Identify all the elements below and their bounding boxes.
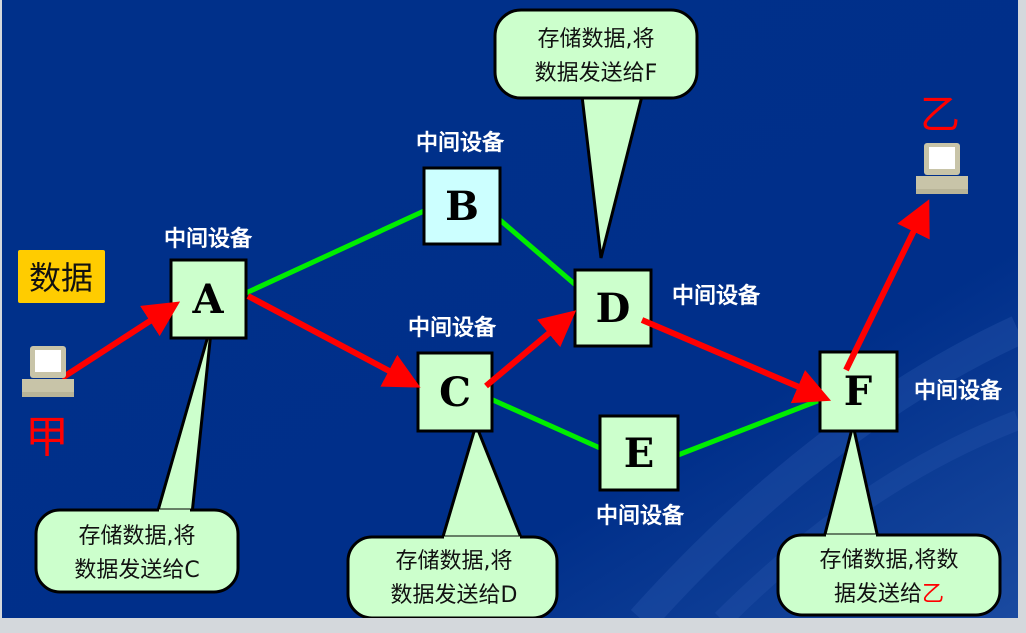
node-a-label: 中间设备 — [164, 226, 253, 252]
node-a[interactable]: A 中间设备 — [164, 226, 253, 340]
svg-text:据发送给乙: 据发送给乙 — [834, 582, 944, 607]
callout-d-line2: 数据发送给F — [535, 61, 658, 86]
computer-icon-source — [22, 346, 74, 397]
callout-c-line2: 数据发送给D — [391, 583, 518, 608]
node-c-label: 中间设备 — [408, 315, 497, 341]
arrow-f-destination — [843, 199, 930, 372]
destination-host-label: 乙 — [920, 92, 960, 138]
arrow-c-d — [484, 310, 577, 389]
node-c[interactable]: C 中间设备 — [408, 315, 497, 433]
arrow-a-c — [246, 293, 421, 388]
node-d-id: D — [596, 285, 631, 332]
node-e-label: 中间设备 — [596, 503, 685, 529]
node-b-label: 中间设备 — [416, 130, 505, 156]
node-e[interactable]: E 中间设备 — [596, 414, 685, 529]
callout-d: 存储数据,将 数据发送给F — [493, 8, 699, 259]
data-tag: 数据 — [18, 250, 105, 303]
arrow-source-a — [60, 301, 181, 381]
route-arrows — [60, 199, 930, 404]
node-a-id: A — [191, 276, 224, 323]
source-host-label: 甲 — [25, 412, 69, 463]
node-f-id: F — [844, 368, 872, 415]
callout-a-line1: 存储数据,将 — [79, 524, 196, 549]
node-f[interactable]: F 中间设备 — [818, 350, 1003, 433]
callout-a: 存储数据,将 数据发送给C — [34, 321, 240, 594]
links — [244, 208, 821, 458]
data-tag-text: 数据 — [29, 259, 93, 297]
node-c-id: C — [439, 369, 471, 416]
callout-a-line2: 数据发送给C — [74, 558, 199, 583]
callout-f-line2: 据发送给 — [834, 582, 922, 607]
callout-c-line1: 存储数据,将 — [396, 549, 513, 574]
link-b-d — [498, 218, 587, 295]
node-b-id: B — [445, 183, 479, 230]
callout-d-line1: 存储数据,将 — [538, 27, 655, 52]
node-d-label: 中间设备 — [672, 283, 761, 309]
node-d[interactable]: D 中间设备 — [573, 268, 761, 348]
arrow-d-f — [640, 317, 832, 404]
computer-icon-destination — [916, 143, 968, 194]
node-e-id: E — [624, 430, 655, 477]
callout-f-destination: 乙 — [922, 582, 944, 607]
node-b[interactable]: B 中间设备 — [416, 130, 505, 246]
link-c-e — [482, 393, 602, 451]
callout-f-line1: 存储数据,将数 — [820, 548, 959, 573]
link-a-b — [244, 208, 426, 296]
callout-c: 存储数据,将 数据发送给D — [346, 420, 559, 620]
node-f-label: 中间设备 — [914, 378, 1003, 404]
link-e-f — [677, 397, 821, 458]
